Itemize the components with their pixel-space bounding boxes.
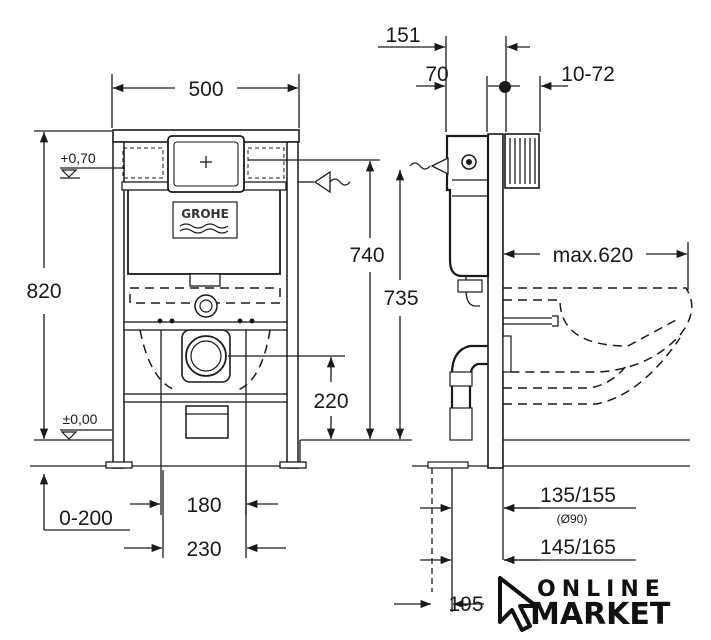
level-top-label: +0,70 [60,150,96,166]
online-market-logo: ONLINE MARKET [498,576,671,632]
dim-side-151: 151 [385,24,420,47]
dim-side-70: 70 [425,63,448,86]
cistern-brand-label: GROHE [181,207,229,221]
front-dimensions: 500 820 +0,70 ±0,00 740 735 220 [26,74,419,561]
dim-width-180: 180 [186,494,221,517]
side-view [409,133,693,469]
side-dimensions: 151 70 10-72 max.620 135/155 (Ø90) 145/1… [378,24,689,616]
frame-front-view: GROHE [105,129,307,469]
dim-width-500: 500 [188,78,223,101]
dim-height-740: 740 [349,244,384,267]
dim-195: 195 [448,593,483,616]
watermark-line1: ONLINE [537,577,666,602]
watermark-line2: MARKET [530,597,671,632]
dim-145-165: 145/165 [540,536,616,559]
dim-width-230: 230 [186,538,221,561]
dim-max-620: max.620 [553,244,634,267]
dim-side-10-72: 10-72 [561,63,615,86]
dim-height-735: 735 [383,287,418,310]
dim-height-220: 220 [313,390,348,413]
dim-135-155: 135/155 [540,484,616,507]
dim-range-0-200: 0-200 [59,507,113,530]
level-zero-label: ±0,00 [63,411,98,427]
dim-height-820: 820 [26,280,61,303]
dim-diameter-90: (Ø90) [557,512,588,526]
